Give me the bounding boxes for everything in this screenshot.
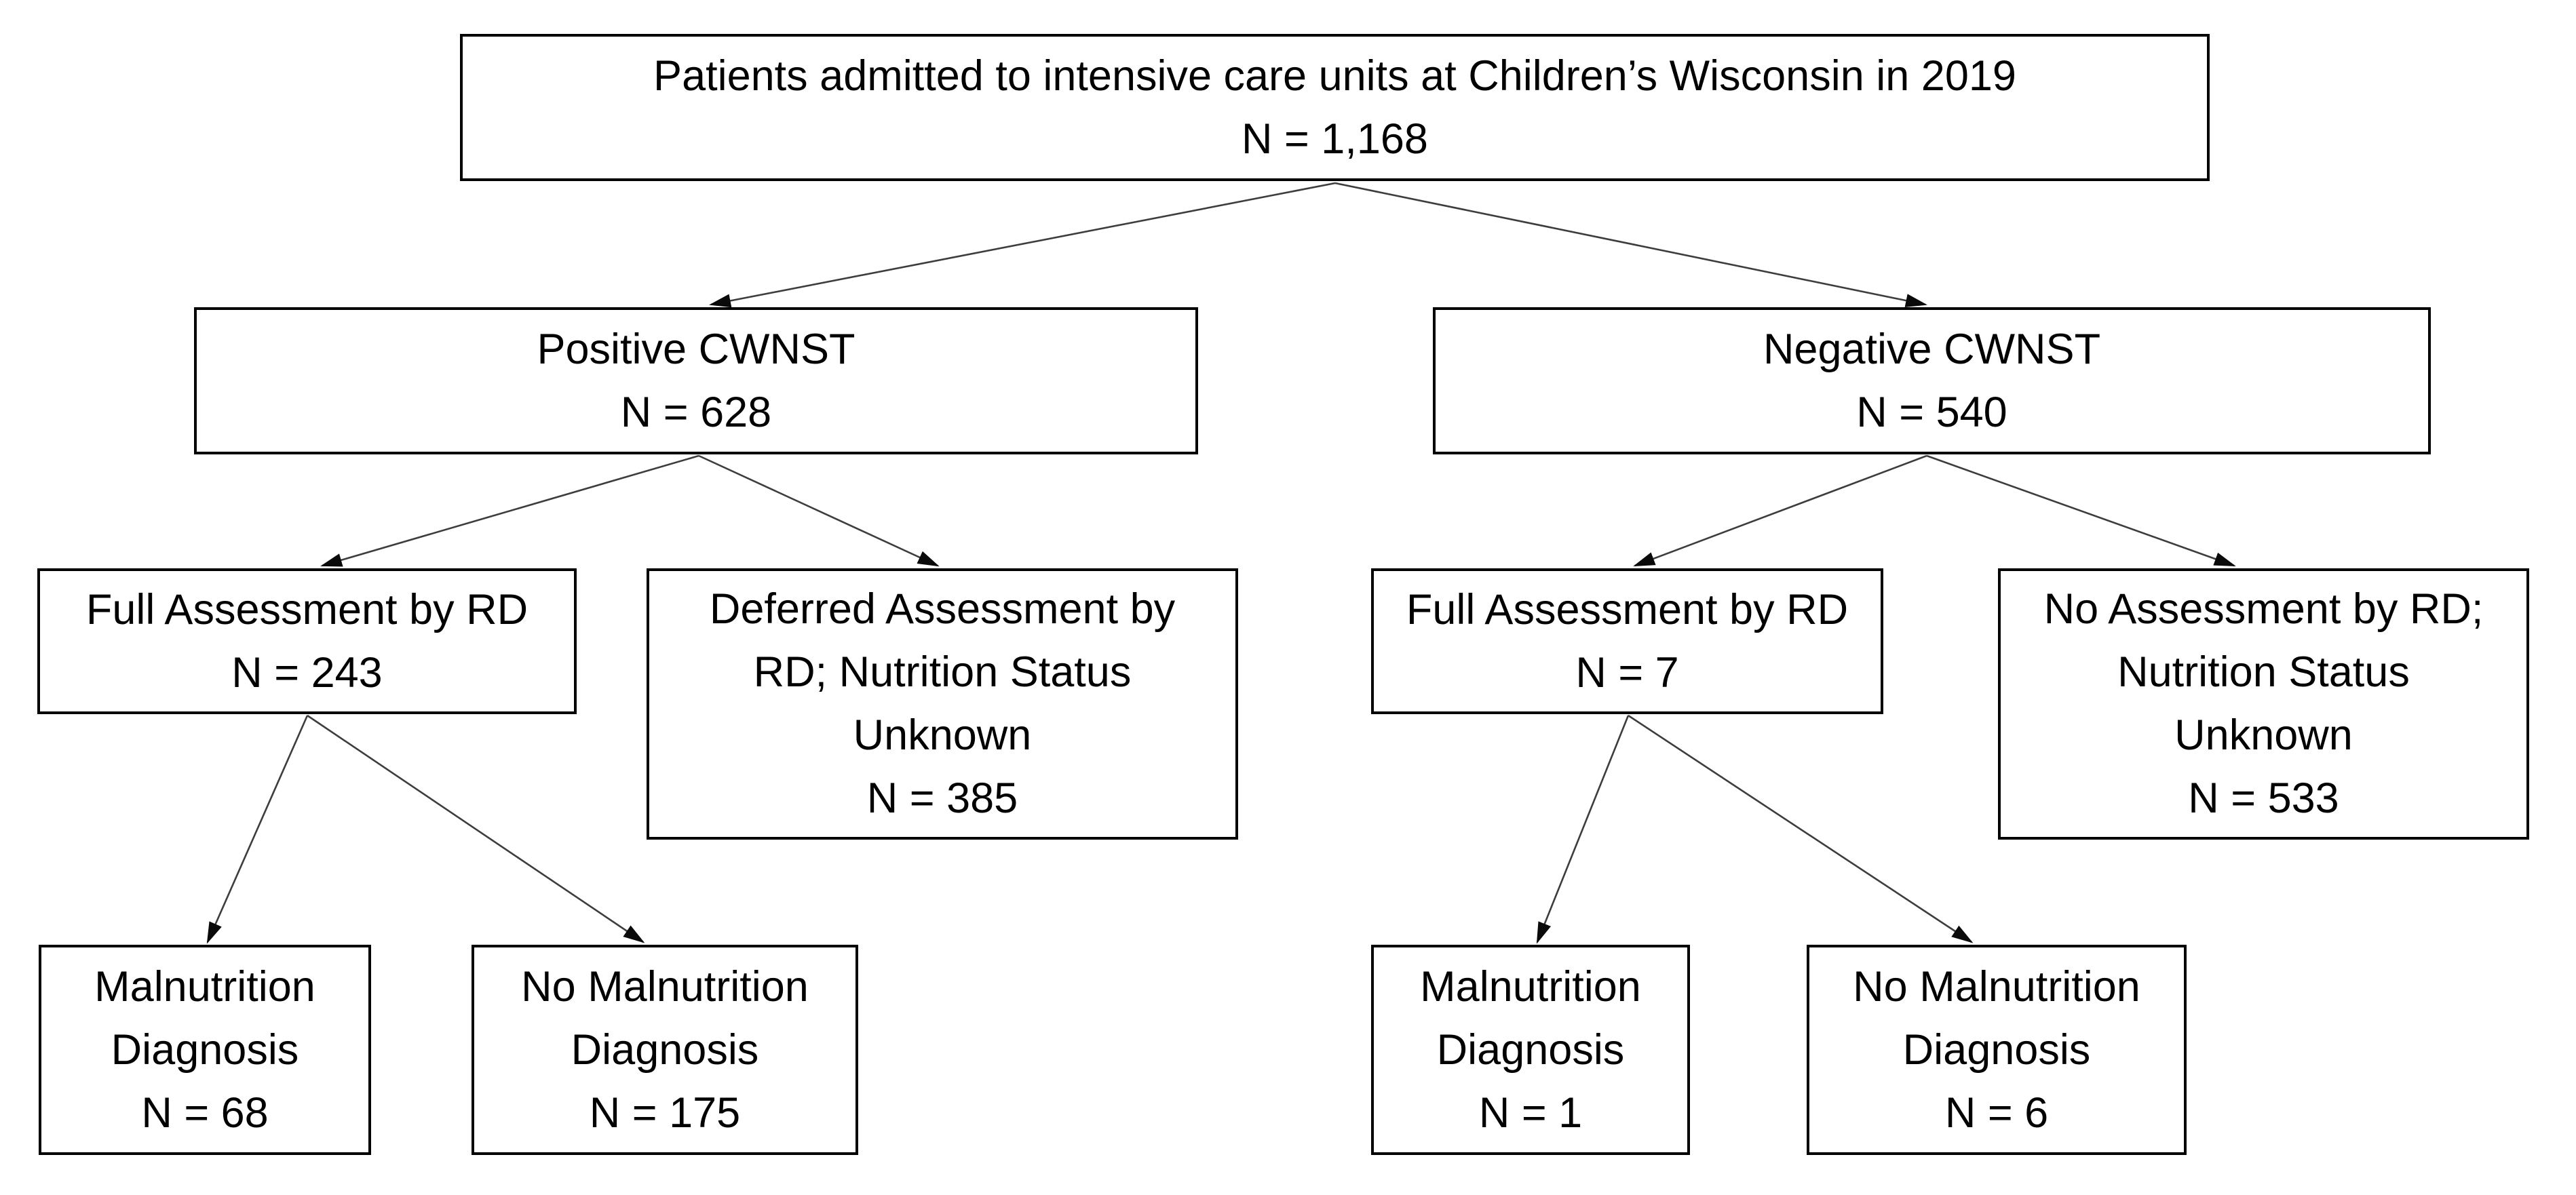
node-deferred-assessment: Deferred Assessment by RD; Nutrition Sta… <box>647 568 1238 840</box>
edge-positive-to-deferred-assessment <box>698 454 940 567</box>
node-root: Patients admitted to intensive care unit… <box>460 34 2210 181</box>
node-negative-no-malnutrition-text: No Malnutrition Diagnosis N = 6 <box>1853 962 2140 1137</box>
node-negative-full-assessment-text: Full Assessment by RD N = 7 <box>1406 585 1849 697</box>
node-positive-malnutrition-text: Malnutrition Diagnosis N = 68 <box>94 962 315 1137</box>
node-negative-cwnst: Negative CWNST N = 540 <box>1433 307 2431 454</box>
node-no-assessment-text: No Assessment by RD; Nutrition Status Un… <box>2043 585 2484 822</box>
node-deferred-assessment-text: Deferred Assessment by RD; Nutrition Sta… <box>709 585 1176 822</box>
edge-negfull-to-no-malnutrition <box>1628 714 1974 943</box>
edge-positive-to-full-assessment <box>320 454 699 567</box>
node-positive-no-malnutrition-text: No Malnutrition Diagnosis N = 175 <box>521 962 809 1137</box>
node-positive-cwnst: Positive CWNST N = 628 <box>194 307 1198 454</box>
node-positive-no-malnutrition: No Malnutrition Diagnosis N = 175 <box>472 945 858 1155</box>
node-positive-cwnst-text: Positive CWNST N = 628 <box>537 325 856 436</box>
node-positive-full-assessment: Full Assessment by RD N = 243 <box>37 568 577 714</box>
edge-posfull-to-no-malnutrition <box>307 714 645 943</box>
edge-posfull-to-malnutrition <box>206 715 309 944</box>
node-positive-full-assessment-text: Full Assessment by RD N = 243 <box>85 585 528 697</box>
edge-negative-to-full-assessment <box>1633 454 1927 567</box>
node-negative-full-assessment: Full Assessment by RD N = 7 <box>1371 568 1883 714</box>
node-negative-cwnst-text: Negative CWNST N = 540 <box>1763 325 2101 436</box>
node-negative-malnutrition-text: Malnutrition Diagnosis N = 1 <box>1420 962 1641 1137</box>
node-root-text: Patients admitted to intensive care unit… <box>653 52 2016 163</box>
edge-negative-to-no-assessment <box>1926 454 2236 567</box>
node-negative-no-malnutrition: No Malnutrition Diagnosis N = 6 <box>1807 945 2187 1155</box>
node-no-assessment: No Assessment by RD; Nutrition Status Un… <box>1998 568 2529 840</box>
node-negative-malnutrition: Malnutrition Diagnosis N = 1 <box>1371 945 1690 1155</box>
edge-root-to-positive <box>709 182 1336 308</box>
edge-negfull-to-malnutrition <box>1536 715 1630 944</box>
node-positive-malnutrition: Malnutrition Diagnosis N = 68 <box>39 945 371 1155</box>
edge-root-to-negative <box>1334 182 1927 307</box>
